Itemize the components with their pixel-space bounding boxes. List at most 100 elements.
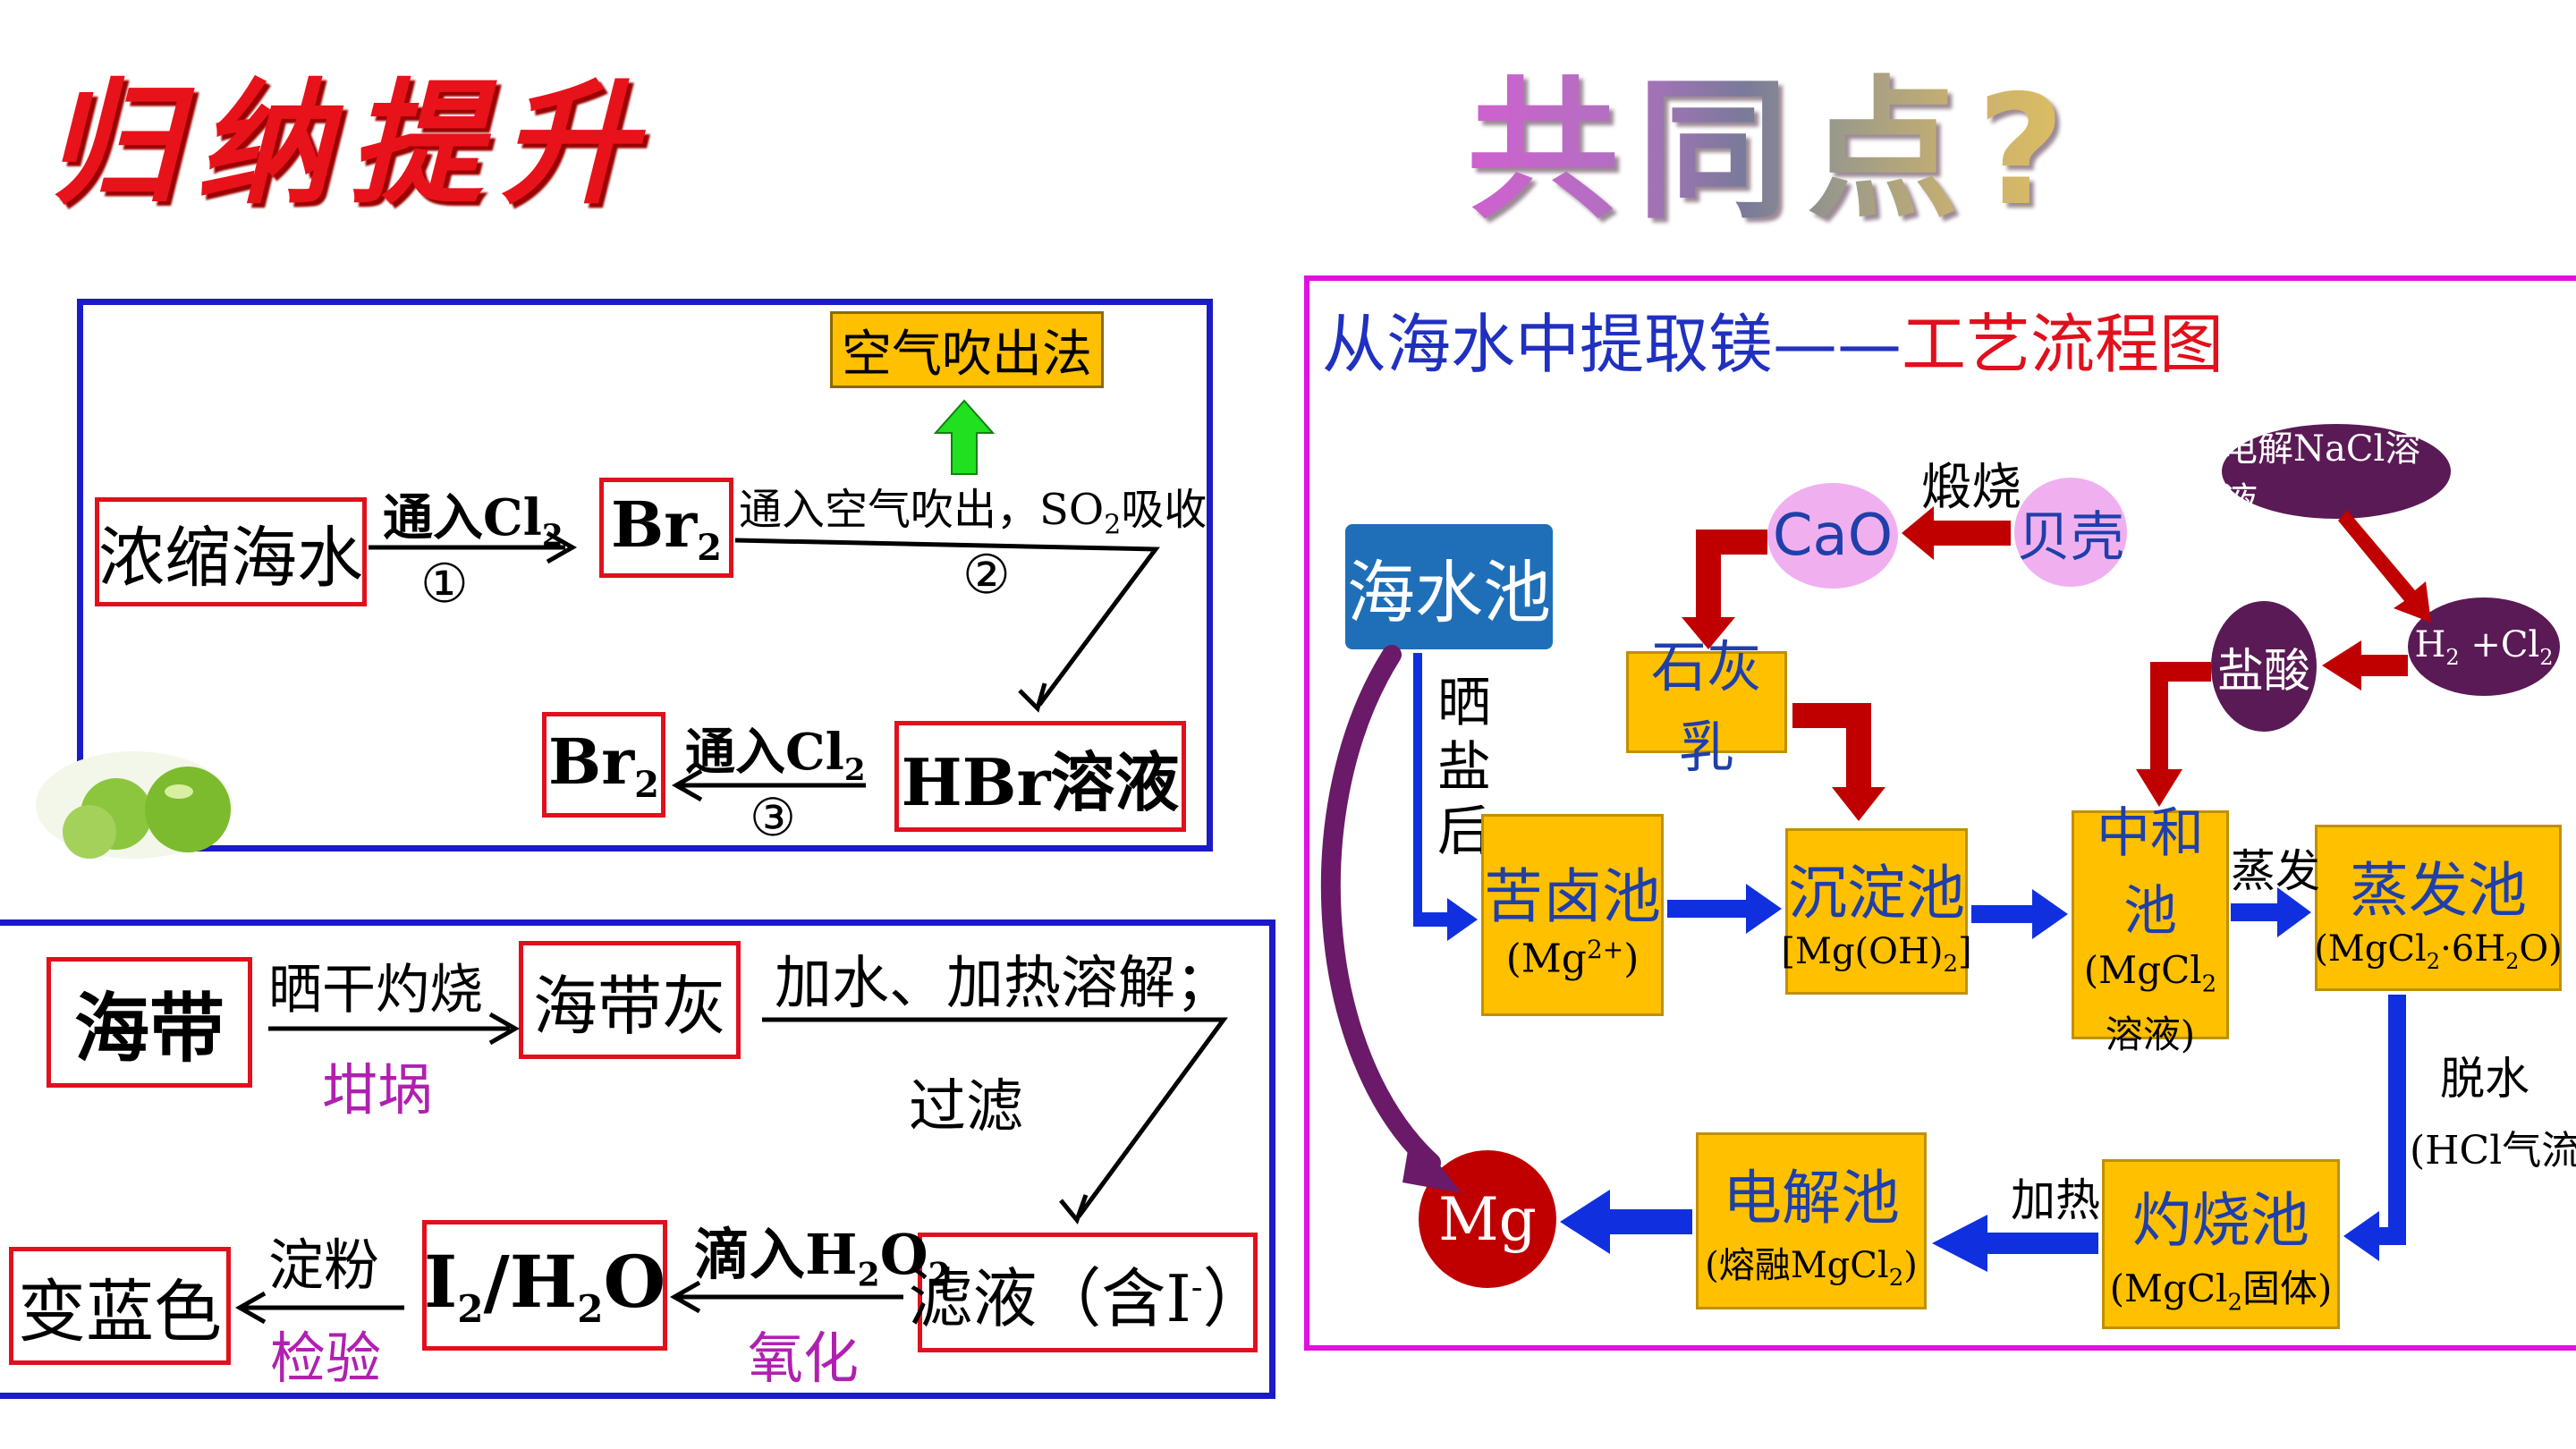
magnesium-red-arrows <box>1682 506 2431 821</box>
hbr-solution-label: HBr溶液 <box>901 743 1180 820</box>
arrow-cao-to-lime <box>1682 530 1767 649</box>
neutralization-pool-title: 中和池 <box>2097 802 2204 944</box>
br2-second-label: Br2 <box>548 724 659 806</box>
arrow-seawater-to-brine <box>1413 653 1478 941</box>
electrolysis-pool-sub: (熔融MgCl2) <box>1705 1245 1918 1292</box>
iodine-water-label: I2/H2O <box>423 1240 666 1331</box>
calcination-pool-box: 灼烧池 (MgCl2固体) <box>2102 1159 2340 1329</box>
iodine-step2-sub: 过滤 <box>909 1074 1023 1140</box>
arrow-nacl-to-h2cl2 <box>2338 510 2431 623</box>
arrow-h2cl2-to-hcl <box>2322 640 2408 691</box>
question-title: 共同点? <box>1467 27 2083 247</box>
sun-dry-label: 晒 盐 后 <box>1437 672 1491 863</box>
precipitation-pool-sub: [Mg(OH)2] <box>1781 931 1972 978</box>
purple-curved-arrow <box>1320 645 1462 1193</box>
br2-first-box: Br2 <box>599 478 733 578</box>
bromine-arrows <box>369 530 1160 802</box>
nacl-electrolysis-ellipse: 电解NaCl溶液 <box>2222 424 2451 521</box>
concentrated-seawater-label: 浓缩海水 <box>98 519 363 597</box>
iodine-step3-label: 滴入H2O2 <box>694 1222 951 1294</box>
iodine-step1-sub: 坩埚 <box>322 1057 434 1123</box>
bromine-step2-label: 通入空气吹出，SO2吸收 <box>739 485 1208 541</box>
arrow-hbr-to-br2-head <box>671 768 703 802</box>
brine-pool-sub: (Mg2+) <box>1505 934 1640 982</box>
arrow-shells-to-cao <box>1902 506 2011 560</box>
cao-circle: CaO <box>1767 483 1898 589</box>
filtrate-label: 滤液（含I-） <box>908 1260 1267 1336</box>
dehydrate-label: 脱水 <box>2440 1053 2529 1105</box>
arrow-br2-to-hbr <box>734 538 1160 707</box>
arrow-neutral-to-evap <box>2231 887 2311 937</box>
electrolysis-pool-title: 电解池 <box>1723 1164 1900 1233</box>
brine-pool-title: 苦卤池 <box>1484 861 1661 931</box>
brine-pool-box: 苦卤池 (Mg2+) <box>1481 814 1664 1016</box>
arrow-precip-to-neutral <box>1971 889 2068 939</box>
bromine-step2-num: ② <box>962 544 1011 606</box>
br2-first-label: Br2 <box>611 487 722 569</box>
green-up-arrow <box>933 399 996 475</box>
electrolysis-pool-box: 电解池 (熔融MgCl2) <box>1696 1132 1927 1309</box>
iodine-water-box: I2/H2O <box>422 1220 667 1351</box>
hcl-label: 盐酸 <box>2216 644 2310 699</box>
bromine-step3-label: 通入Cl2 <box>685 723 866 789</box>
iodine-step4-sub: 检验 <box>270 1326 382 1391</box>
arrow-br2-to-hbr-head <box>1018 682 1047 713</box>
arrow-kelp-to-ash-head <box>488 1012 521 1046</box>
precipitation-pool-title: 沉淀池 <box>1788 859 1965 928</box>
arrow-evap-to-calcine <box>2343 995 2406 1261</box>
arrow-lime-to-precip <box>1792 703 1885 821</box>
evaporate-label: 蒸发 <box>2231 845 2320 897</box>
arrow-calcine-to-electro <box>1932 1215 2098 1272</box>
arrow-seawater-to-mg-head <box>1402 1129 1462 1193</box>
hbr-solution-box: HBr溶液 <box>894 721 1186 832</box>
evaporation-pool-title: 蒸发池 <box>2350 855 2527 925</box>
arrow-seawater-to-mg <box>1320 645 1441 1173</box>
seawater-pool-label: 海水池 <box>1347 553 1551 632</box>
mg-panel-title: 从海水中提取镁——工艺流程图 <box>1322 307 2224 382</box>
iodine-step3-sub: 氧化 <box>748 1326 860 1391</box>
kelp-box: 海带 <box>47 957 252 1088</box>
arrow-seawater-to-br2-head <box>546 530 578 564</box>
air-blowing-box: 空气吹出法 <box>830 311 1104 388</box>
air-blowing-label: 空气吹出法 <box>842 325 1092 384</box>
bromine-step1-label: 通入Cl2 <box>383 488 564 555</box>
calcine-label: 煅烧 <box>1921 459 2021 517</box>
arrow-ash-to-filtrate <box>762 1017 1228 1218</box>
filtrate-box: 滤液（含I-） <box>908 1233 1267 1352</box>
lime-milk-box: 石灰乳 <box>1626 634 1787 780</box>
kelp-ash-label: 海带灰 <box>532 968 726 1044</box>
shells-circle: 贝壳 <box>2014 478 2127 587</box>
iodine-arrows <box>234 1012 1228 1325</box>
hcl-circle: 盐酸 <box>2211 601 2317 732</box>
kelp-label: 海带 <box>73 984 225 1072</box>
iodine-panel <box>0 919 1275 1399</box>
br2-second-box: Br2 <box>542 712 665 818</box>
arrow-ash-to-filtrate-head <box>1059 1194 1089 1225</box>
evaporation-pool-sub: (MgCl2·6H2O) <box>2314 928 2563 974</box>
nacl-electrolysis-label: 电解NaCl溶液 <box>2222 428 2421 521</box>
arrow-filtrate-to-iodine-head <box>669 1280 701 1314</box>
bromine-step3-num: ③ <box>750 787 796 848</box>
iodine-step4-label: 淀粉 <box>268 1233 380 1298</box>
calcination-pool-sub: (MgCl2固体) <box>2109 1266 2333 1317</box>
iodine-step1-label: 晒干灼烧 <box>268 959 483 1021</box>
arrow-iodine-to-blue-head <box>234 1291 267 1325</box>
turns-blue-label: 变蓝色 <box>18 1272 222 1352</box>
main-title: 归纳提升 <box>45 67 654 223</box>
bromine-panel <box>77 299 1213 852</box>
turns-blue-box: 变蓝色 <box>9 1247 231 1365</box>
h2-cl2-ellipse: H2 +Cl2 <box>2408 597 2560 696</box>
kelp-ash-box: 海带灰 <box>519 941 741 1059</box>
arrow-electro-to-mg <box>1560 1190 1692 1254</box>
cao-label: CaO <box>1772 503 1894 569</box>
magnesium-blue-arrows <box>1413 653 2406 1272</box>
dehydrate-sub-label: (HCl气流) <box>2410 1128 2576 1174</box>
h2-cl2-label: H2 +Cl2 <box>2414 623 2554 670</box>
iodine-step2-label: 加水、加热溶解； <box>775 951 1233 1017</box>
precipitation-pool-box: 沉淀池 [Mg(OH)2] <box>1781 828 1972 995</box>
arrow-hcl-to-neutral <box>2136 662 2211 807</box>
